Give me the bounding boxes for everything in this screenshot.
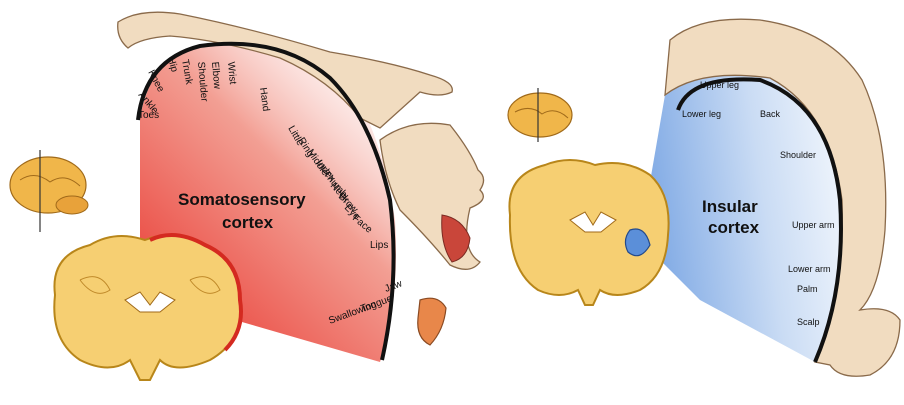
- brain-lateral-icon-left: [10, 150, 88, 232]
- insular-label: Shoulder: [780, 150, 816, 160]
- insular-label: Lower leg: [682, 109, 721, 119]
- brain-lateral-icon-right: [508, 88, 572, 142]
- insular-label: Scalp: [797, 317, 820, 327]
- insular-label: Lower arm: [788, 264, 831, 274]
- insular-title-line2: cortex: [708, 218, 760, 237]
- somatosensory-title-line1: Somatosensory: [178, 190, 306, 209]
- coronal-brain-right: [509, 160, 668, 305]
- homunculus-tongue: [418, 298, 446, 345]
- insular-label: Upper arm: [792, 220, 835, 230]
- insular-label: Back: [760, 109, 781, 119]
- insular-title-line1: Insular: [702, 197, 758, 216]
- somatosensory-title-line2: cortex: [222, 213, 274, 232]
- somatosensory-label: Wrist: [225, 61, 238, 85]
- somatosensory-label: Lips: [370, 240, 388, 251]
- insular-label: Palm: [797, 284, 818, 294]
- coronal-brain-left: [54, 235, 241, 380]
- insular-label: Upper leg: [700, 80, 739, 90]
